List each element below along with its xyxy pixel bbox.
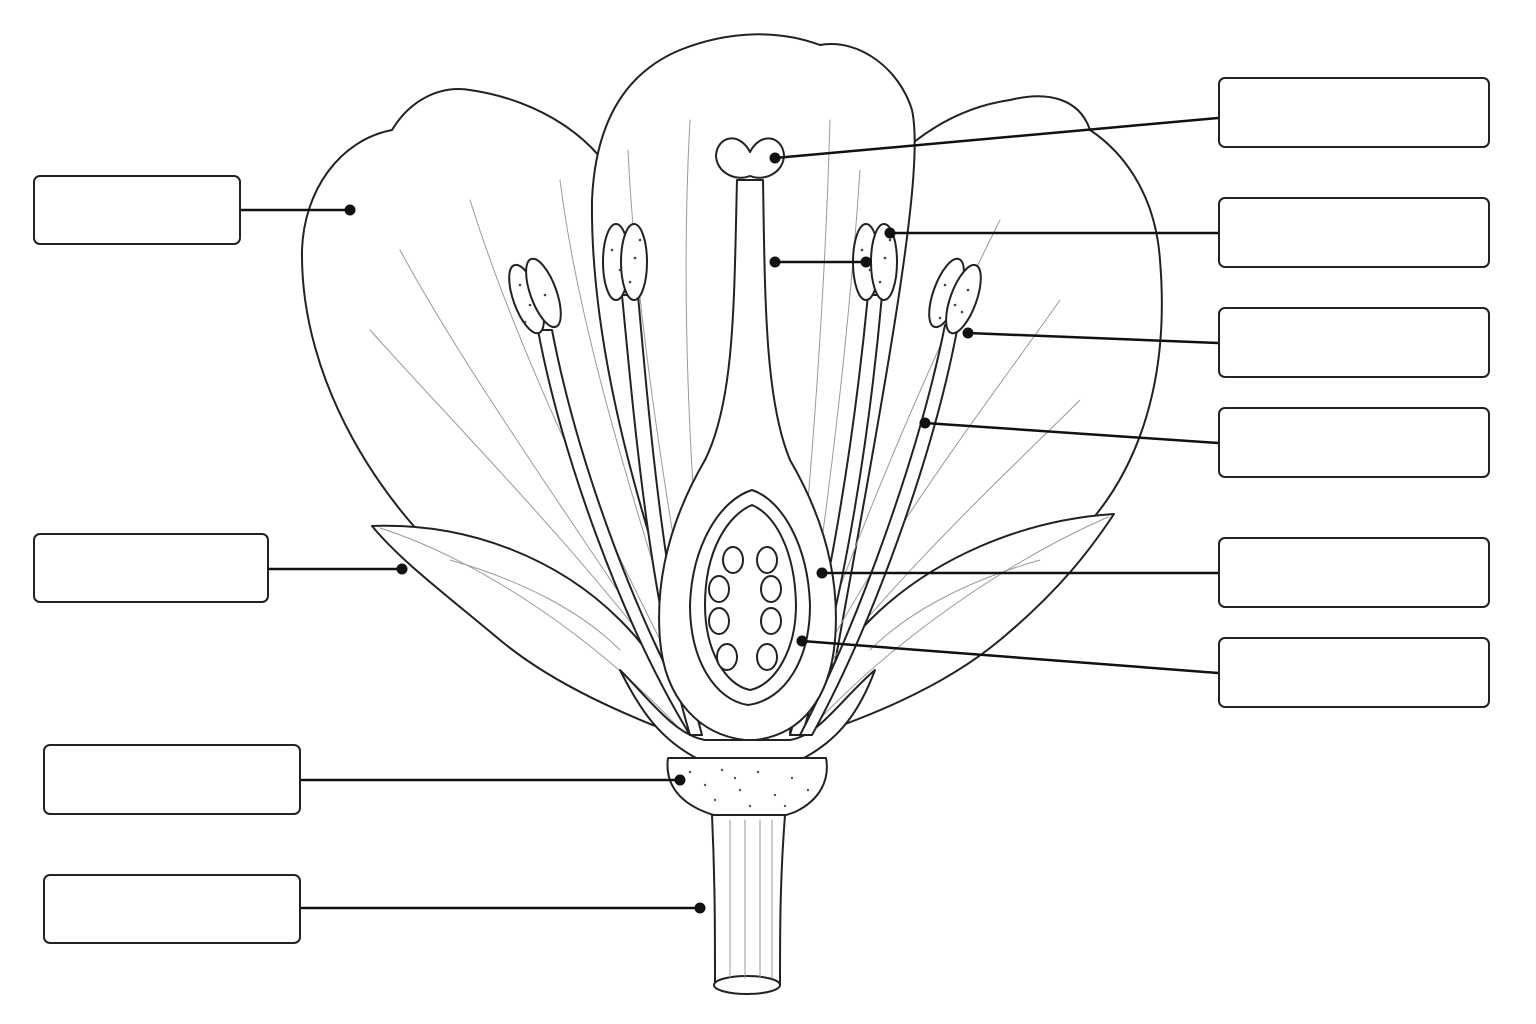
label-box-sepal[interactable] <box>33 533 269 603</box>
thalamus <box>666 757 828 821</box>
pedicel <box>711 814 786 986</box>
thalamus-stipple <box>688 768 810 808</box>
anther-4 <box>928 257 982 335</box>
label-box-pedicel[interactable] <box>43 874 301 944</box>
anther-2 <box>602 223 648 301</box>
pedicel-cut <box>713 975 781 995</box>
label-box-pollen[interactable] <box>1218 307 1490 378</box>
label-box-ovary[interactable] <box>1218 537 1490 608</box>
sepal-veins <box>379 516 1109 739</box>
label-box-ovule[interactable] <box>1218 637 1490 708</box>
label-box-anther[interactable] <box>1218 197 1490 268</box>
label-box-stigma[interactable] <box>1218 77 1490 148</box>
label-box-petal[interactable] <box>33 175 241 245</box>
leader-lines <box>241 116 1219 910</box>
label-box-receptacle[interactable] <box>43 744 301 815</box>
ovules <box>708 546 782 671</box>
anther-1 <box>508 257 562 335</box>
label-box-filament[interactable] <box>1218 407 1490 478</box>
receptacle <box>619 669 876 761</box>
anther-pollen <box>518 238 970 324</box>
stigma <box>715 137 785 179</box>
filaments <box>537 294 959 736</box>
leader-dots <box>344 152 974 914</box>
pedicel-lines <box>729 819 773 979</box>
